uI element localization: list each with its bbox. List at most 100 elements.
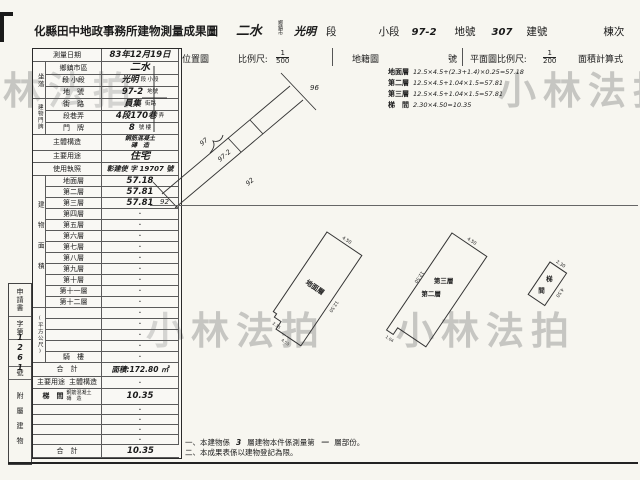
ground-dim-side: 12.50 bbox=[327, 299, 339, 313]
blank-row-label bbox=[46, 308, 102, 319]
street-row-label: 街 路 bbox=[46, 99, 102, 111]
upper-dim-side: 12.50 bbox=[413, 270, 425, 284]
upper-floor-name-2: 第二層 bbox=[421, 289, 441, 298]
building-seq-label: 棟次 bbox=[603, 27, 625, 38]
attach-header: 主要用途主體構造 bbox=[33, 377, 102, 389]
attach-structure: 鋼筋混凝土磚 造 bbox=[66, 391, 91, 402]
floor-value: · bbox=[102, 264, 179, 275]
blank-row-value: · bbox=[102, 319, 179, 330]
survey-date-label: 測量日期 bbox=[33, 49, 102, 62]
floor-label: 第八層 bbox=[46, 253, 102, 264]
floor-label: 第五層 bbox=[46, 220, 102, 231]
door-handwritten: 8 bbox=[128, 123, 135, 134]
floor-value: · bbox=[102, 275, 179, 286]
floor-value: · bbox=[102, 242, 179, 253]
floor-value: · bbox=[102, 231, 179, 242]
arcade-row-value: · bbox=[102, 352, 179, 363]
upper-floor-name-3: 第三層 bbox=[434, 276, 454, 285]
formula-title: 面積計算式 bbox=[578, 54, 624, 64]
section-row-value: 光明段 小段 bbox=[102, 75, 179, 87]
formula-name: 第二層 bbox=[388, 79, 409, 87]
note1-post: 層部份。 bbox=[334, 438, 365, 447]
note1-fill-measured: 一 bbox=[320, 438, 329, 447]
building-no-value: 307 bbox=[491, 27, 513, 38]
attach-stair-row: 梯 間鋼筋混凝土磚 造 bbox=[33, 389, 102, 405]
parcel-97-label: 97 bbox=[198, 136, 210, 148]
area-formulas: 地面層 12.5×4.5+(2.3+1.4)×0.25=57.18 第二層 12.5… bbox=[388, 67, 524, 111]
floor-value: 57.81 bbox=[102, 187, 179, 198]
stairwell-plan: 2.30 4.50 梯 間 bbox=[527, 259, 568, 307]
note1-fill-floors: 3 bbox=[236, 438, 242, 447]
formula-name: 梯 間 bbox=[388, 101, 409, 109]
door-row-label: 門 牌 bbox=[46, 123, 102, 135]
application-number: 1261 bbox=[15, 333, 25, 373]
floor-label: 第十二層 bbox=[46, 297, 102, 308]
attach-blank-value: · bbox=[102, 415, 179, 425]
application-hao-label: 號 bbox=[16, 369, 24, 377]
attach-blank-value: · bbox=[102, 435, 179, 445]
floor-label: 地面層 bbox=[46, 176, 102, 187]
group-location-label: 坐落 bbox=[33, 62, 46, 99]
parcel-label: 地號 bbox=[454, 27, 476, 38]
attach-structure-line1: 鋼筋混凝土 bbox=[66, 391, 92, 397]
plan-scale-denominator: 200 bbox=[543, 57, 557, 65]
attach-total-value: 10.35 bbox=[102, 445, 179, 458]
use-row-label: 主要用途 bbox=[33, 151, 102, 163]
attachment-group-label: 附屬建物 bbox=[16, 392, 24, 452]
attach-blank-value: · bbox=[102, 425, 179, 435]
attach-blank-label bbox=[33, 405, 102, 415]
note-line-1: 一、本建物係 3 層建物本件係測量第一層部份。 bbox=[185, 438, 364, 448]
ground-floor-name: 地面層 bbox=[304, 278, 326, 297]
structure-row-value: 鋼筋混凝土磚 造 bbox=[102, 135, 179, 151]
parcel-92-label: 92 bbox=[244, 176, 255, 187]
plan-scale-label: 平面圖比例尺: bbox=[470, 54, 527, 64]
form-bottom-border bbox=[8, 462, 638, 464]
floor-plans: 4.50 12.50 地面層 2.35 4.55 4.50 12.50 第三層 … bbox=[272, 231, 568, 348]
location-map: 96 97 97-2 92 92 bbox=[142, 66, 319, 208]
formula-name: 第三層 bbox=[388, 90, 409, 98]
ground-floor-plan: 4.50 12.50 地面層 2.35 4.55 bbox=[272, 231, 363, 347]
license-row-value: 彰建使 字 19707 號 bbox=[102, 163, 179, 176]
floor-label: 第七層 bbox=[46, 242, 102, 253]
formula-expression: 2.30×4.50=10.35 bbox=[413, 101, 472, 109]
parcel-value: 97-2 bbox=[411, 27, 437, 38]
formula-expression: 12.5×4.5+(2.3+1.4)×0.25=57.18 bbox=[413, 68, 524, 76]
attach-structure-line2: 磚 造 bbox=[66, 396, 82, 402]
lane-suffix: 弄 bbox=[158, 112, 165, 119]
floor-value: · bbox=[102, 209, 179, 220]
note1-mid: 層建物本件係測量第 bbox=[247, 438, 315, 447]
blank-row-value: · bbox=[102, 341, 179, 352]
location-map-title: 位置圖 bbox=[182, 54, 210, 64]
street-row-value: 員集街路 bbox=[102, 99, 179, 111]
arcade-row-label: 騎 樓 bbox=[46, 352, 102, 363]
note1-pre: 一、本建物係 bbox=[185, 438, 230, 447]
formula-row: 地面層 12.5×4.5+(2.3+1.4)×0.25=57.18 bbox=[388, 67, 524, 78]
group-address-label: 建物門牌 bbox=[33, 99, 46, 135]
street-suffix: 街路 bbox=[145, 100, 157, 107]
group-area-unit-label: (平方公尺) bbox=[33, 308, 46, 363]
parcel-92-end-label: 92 bbox=[160, 198, 169, 206]
formula-expression: 12.5×4.5+1.04×1.5=57.81 bbox=[413, 79, 504, 87]
stair-dim-a: 2.30 bbox=[555, 259, 567, 270]
license-row-label: 使用執照 bbox=[33, 163, 102, 176]
use-row-value: 住宅 bbox=[102, 151, 179, 163]
floor-value: 57.18 bbox=[102, 176, 179, 187]
formula-name: 地面層 bbox=[388, 68, 409, 76]
attach-blank-label bbox=[33, 415, 102, 425]
blank-row-label bbox=[46, 341, 102, 352]
north-symbol bbox=[142, 66, 167, 132]
attach-header-use: 主要用途 bbox=[37, 378, 65, 386]
header-divider bbox=[462, 48, 463, 66]
parcel-96-label: 96 bbox=[310, 84, 319, 92]
total-row-value: 面積:172.80 ㎡ bbox=[102, 363, 179, 377]
blank-row-value: · bbox=[102, 308, 179, 319]
floor-value: · bbox=[102, 220, 179, 231]
section-handwritten: 光明 bbox=[121, 75, 139, 86]
building-no-label: 建號 bbox=[526, 27, 548, 38]
location-scale-fraction: 1 500 bbox=[276, 50, 290, 65]
attach-total-label: 合 計 bbox=[33, 445, 102, 458]
structure-row-label: 主體構造 bbox=[33, 135, 102, 151]
